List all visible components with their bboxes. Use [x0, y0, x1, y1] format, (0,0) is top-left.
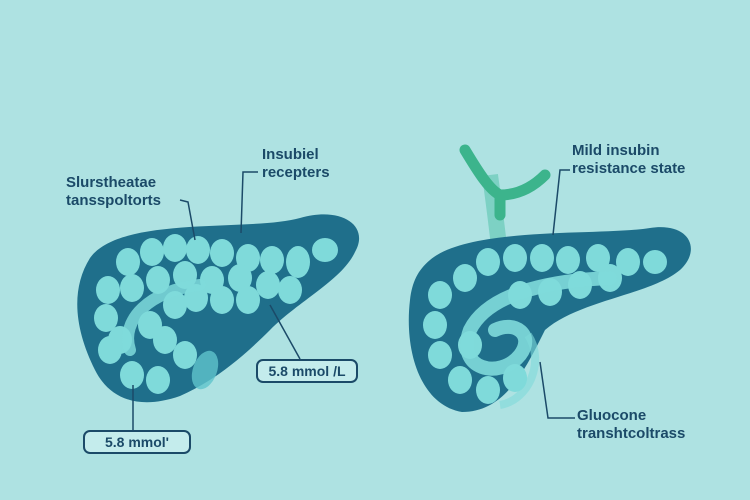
cell: [173, 341, 197, 369]
cell: [146, 266, 170, 294]
right-liver: [408, 173, 691, 412]
cell: [286, 246, 310, 278]
label-line: recepters: [262, 164, 330, 181]
cell: [256, 271, 280, 299]
label-glucose-transporters: Gluocone transhtcoltrass: [577, 407, 685, 443]
cell: [503, 244, 527, 272]
cell: [643, 250, 667, 274]
cell: [312, 238, 338, 262]
leader-lines: [132, 169, 575, 431]
cell: [453, 264, 477, 292]
cell: [278, 276, 302, 304]
left-liver: [77, 214, 360, 403]
cell: [260, 246, 284, 274]
cell: [94, 304, 118, 332]
cell: [140, 238, 164, 266]
label-resistance-state: Mild insubin resistance state: [572, 142, 685, 178]
cell: [120, 361, 144, 389]
cell: [476, 376, 500, 404]
cell: [210, 239, 234, 267]
cell: [428, 281, 452, 309]
cell: [163, 234, 187, 262]
cell: [476, 248, 500, 276]
cell: [116, 248, 140, 276]
cell: [428, 341, 452, 369]
cell: [146, 366, 170, 394]
label-line: Mild insubin: [572, 142, 660, 159]
cell: [448, 366, 472, 394]
cell: [586, 244, 610, 272]
cell: [153, 326, 177, 354]
cell: [236, 286, 260, 314]
bile-duct: [459, 144, 551, 221]
cell: [423, 311, 447, 339]
label-line: transhtcoltrass: [577, 425, 686, 442]
cell: [186, 236, 210, 264]
cell: [530, 244, 554, 272]
label-line: tansspoltorts: [66, 192, 162, 209]
label-line: resistance state: [572, 160, 686, 177]
cell: [556, 246, 580, 274]
cell: [210, 286, 234, 314]
label-line: Slurstheatae: [66, 174, 157, 191]
cell: [98, 336, 122, 364]
label-left-transporters: Slurstheatae tansspoltorts: [66, 174, 161, 210]
glucose-value-badge-bottom: 5.8 mmol': [83, 430, 191, 454]
label-line: Insubiel: [262, 146, 319, 163]
cell: [96, 276, 120, 304]
label-insulin-receptors: Insubiel recepters: [262, 146, 330, 182]
cell: [228, 264, 252, 292]
label-line: Gluocone: [577, 407, 647, 424]
glucose-value-badge: 5.8 mmol /L: [256, 359, 358, 383]
cell: [120, 274, 144, 302]
cell: [616, 248, 640, 276]
